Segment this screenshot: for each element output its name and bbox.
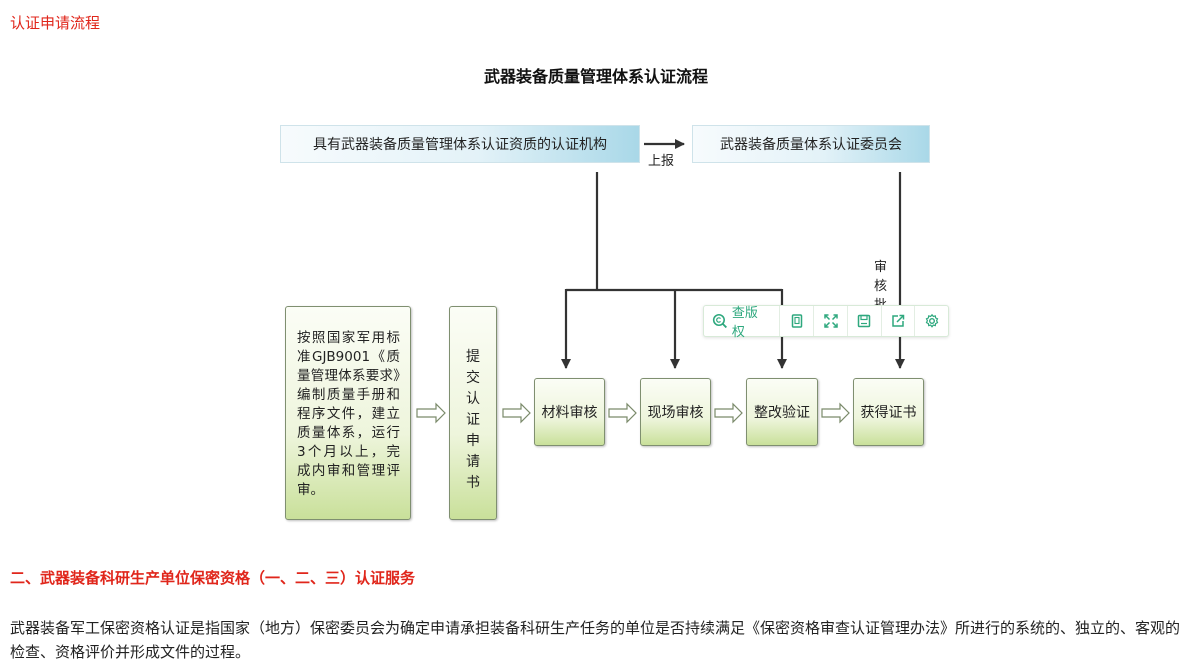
hollow-arrow-3	[608, 402, 637, 424]
copy-button[interactable]	[780, 306, 815, 336]
settings-button[interactable]	[915, 306, 948, 336]
process-link[interactable]: 认证申请流程	[10, 14, 101, 32]
check-copyright-button[interactable]: 查版权	[704, 306, 781, 340]
diagram-title: 武器装备质量管理体系认证流程	[483, 67, 708, 86]
step-onsite-review: 现场审核	[640, 378, 711, 446]
hollow-arrow-1	[416, 402, 446, 424]
search-copyright-icon	[712, 313, 727, 329]
fullscreen-icon	[823, 314, 838, 328]
section-paragraph: 武器装备军工保密资格认证是指国家（地方）保密委员会为确定申请承担装备科研生产任务…	[10, 619, 1181, 661]
check-copyright-label: 查版权	[731, 306, 758, 340]
save-icon	[857, 314, 871, 328]
hollow-arrow-4	[714, 402, 743, 424]
step-obtain-certificate: 获得证书	[853, 378, 924, 446]
share-button[interactable]	[882, 306, 916, 336]
hollow-arrow-2	[502, 402, 531, 424]
submit-application-box: 提 交 认 证 申 请 书	[449, 306, 497, 520]
section-title: 二、武器装备科研生产单位保密资格（一、二、三）认证服务	[10, 569, 416, 587]
share-icon	[892, 314, 905, 327]
fullscreen-button[interactable]	[814, 306, 848, 336]
report-label: 上报	[648, 154, 675, 169]
preparation-description-box: 按照国家军用标准GJB9001《质量管理体系要求》编制质量手册和程序文件，建立质…	[285, 306, 411, 520]
copy-icon	[791, 314, 803, 328]
certification-committee-box: 武器装备质量体系认证委员会	[692, 125, 930, 163]
hollow-arrows	[416, 402, 850, 424]
image-toolbar: 查版权	[703, 305, 949, 340]
step-material-review: 材料审核	[534, 378, 605, 446]
settings-icon	[925, 313, 938, 328]
hollow-arrow-5	[821, 402, 850, 424]
step-rectification-verification: 整改验证	[746, 378, 818, 446]
save-button[interactable]	[848, 306, 882, 336]
certification-agency-box: 具有武器装备质量管理体系认证资质的认证机构	[280, 125, 640, 163]
